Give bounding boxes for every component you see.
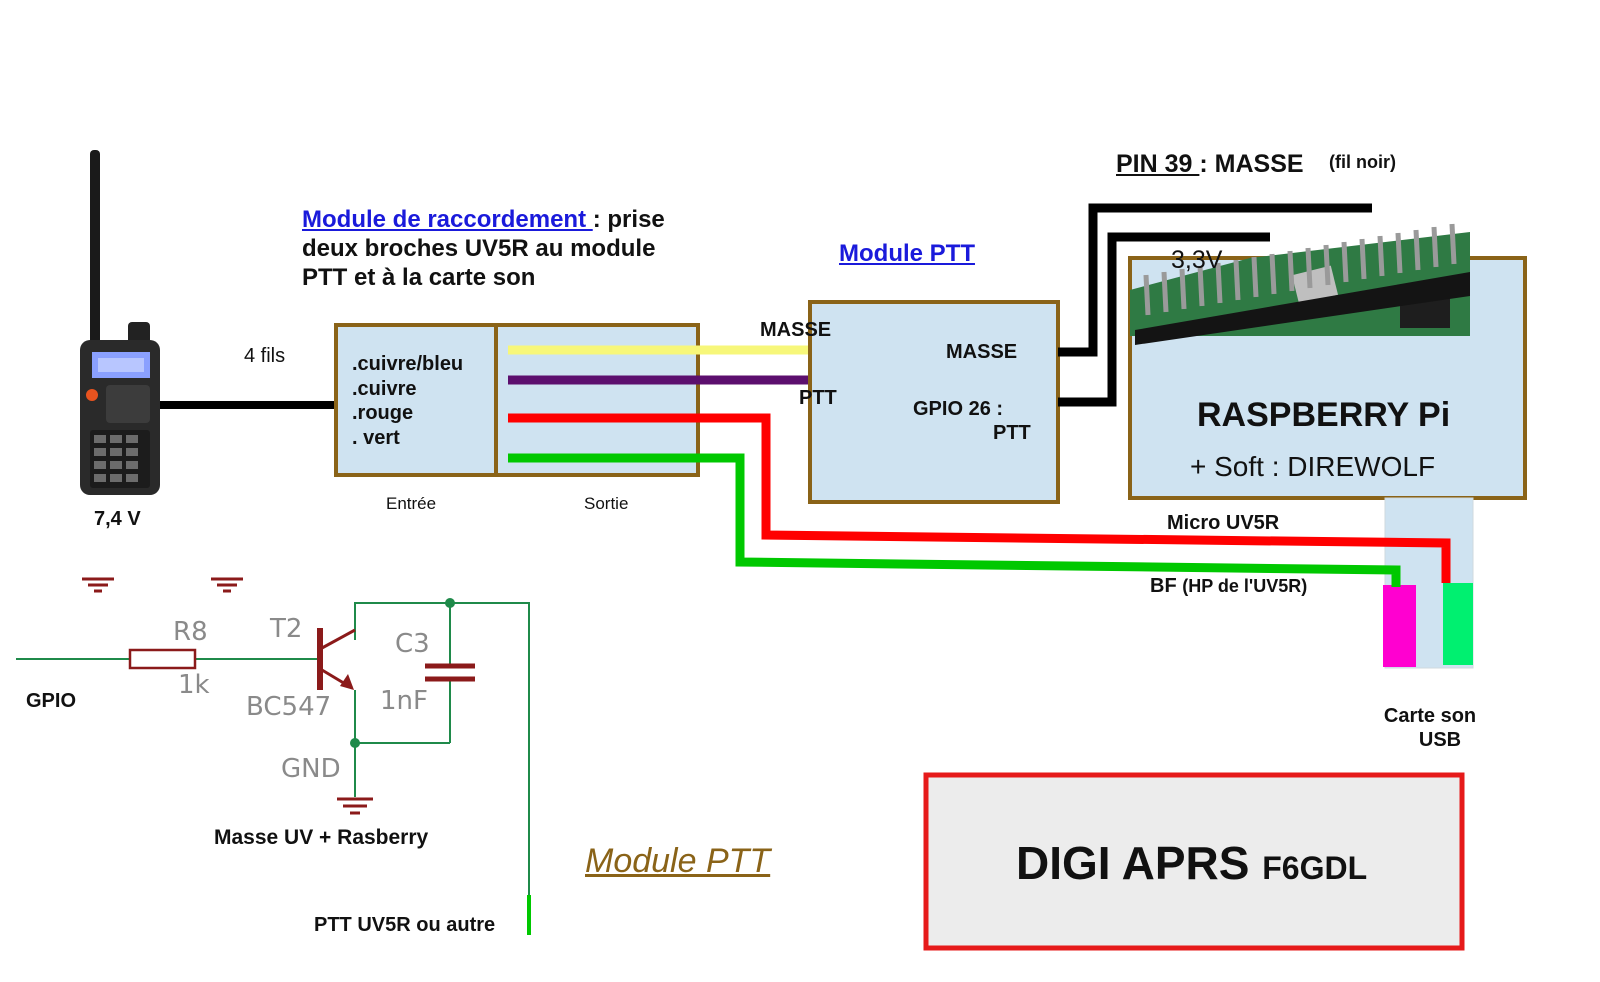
schematic-c3-value: 1nF (380, 686, 428, 716)
wire-black-gpio (1058, 232, 1270, 407)
ground-symbol-right (211, 577, 243, 593)
ptt-gpio-ptt: PTT (993, 422, 1031, 444)
schematic-r8-value: 1k (178, 670, 210, 700)
ptt-module-box (808, 300, 1060, 504)
wire-red (508, 413, 1451, 583)
connection-module-title-line2: deux broches UV5R au module (302, 235, 656, 262)
ground-symbol-left (82, 577, 114, 593)
radio-voltage: 7,4 V (94, 508, 141, 530)
input-caption: Entrée (386, 494, 437, 513)
sound-card-micro-jack (1443, 583, 1473, 665)
cable-label: 4 fils (244, 345, 286, 367)
ptt-left-ptt: PTT (799, 387, 837, 409)
sound-card-label-line2: USB (1418, 729, 1462, 751)
pin39-label-masse: : MASSE (1199, 150, 1304, 178)
sound-card-label-line1: Carte son (1383, 705, 1477, 727)
aprs-callsign: F6GDL (1262, 850, 1368, 886)
ptt-left-masse: MASSE (760, 319, 832, 341)
pin39-label: PIN 39 : MASSE (1116, 150, 1304, 179)
resistor-r8 (128, 648, 197, 670)
connection-module-title: Module de raccordement : prise deux broc… (302, 205, 665, 292)
schematic-t2: T2 (270, 614, 303, 644)
raspberry-board-icon (1130, 223, 1470, 345)
v33-label: 3,3V (1171, 246, 1223, 274)
connection-module-title-line3: PTT et à la carte son (302, 264, 536, 291)
wire-black-masse (1058, 203, 1372, 357)
sound-card-label: Carte son USB (1380, 704, 1480, 752)
schematic-caption: Module PTT (585, 842, 771, 880)
schematic-r8: R8 (173, 617, 208, 647)
handheld-radio-icon (80, 150, 160, 495)
schematic-gnd: GND (281, 754, 341, 784)
wire-green (508, 453, 1401, 587)
ptt-right-masse: MASSE (946, 341, 1018, 363)
ground-symbol-gnd (337, 797, 373, 815)
capacitor-c3 (425, 663, 475, 682)
raspberry-title: RASPBERRY Pi (1197, 396, 1451, 434)
ptt-gpio-label: GPIO 26 : (913, 398, 1004, 420)
schematic-c3: C3 (395, 629, 430, 659)
raspberry-subtitle: + Soft : DIREWOLF (1190, 451, 1436, 482)
input-wire-1: .cuivre/bleu (352, 353, 464, 375)
input-wire-3: .rouge (352, 402, 414, 424)
connection-module-title-link[interactable]: Module de raccordement (302, 206, 593, 233)
input-wire-2: .cuivre (352, 377, 417, 400)
pin39-label-pin: PIN 39 (1116, 150, 1200, 178)
micro-label: Micro UV5R (1167, 512, 1280, 534)
bf-label-main: BF (1150, 575, 1177, 597)
aprs-title: DIGI APRS F6GDL (1016, 836, 1367, 890)
input-wire-4: . vert (352, 426, 400, 449)
connection-input-list: .cuivre/bleu .cuivre .rouge . vert (352, 352, 463, 450)
output-caption: Sortie (584, 494, 629, 513)
schematic-ptt-out: PTT UV5R ou autre (314, 914, 496, 936)
bf-label: BF (HP de l'UV5R) (1150, 575, 1307, 598)
aprs-title-text: DIGI APRS (1016, 837, 1250, 889)
ptt-module-title[interactable]: Module PTT (839, 240, 975, 267)
sound-card-bf-jack (1383, 585, 1416, 667)
aprs-frame (923, 772, 1465, 951)
schematic-gpio: GPIO (26, 690, 77, 712)
connection-module-title-rest: : prise (592, 206, 665, 233)
schematic-masse: Masse UV + Rasberry (214, 826, 429, 849)
fil-noir-label: (fil noir) (1329, 152, 1396, 172)
ptt-schematic (16, 598, 531, 935)
bf-label-detail: (HP de l'UV5R) (1182, 576, 1308, 596)
schematic-t2-type: BC547 (246, 692, 332, 722)
